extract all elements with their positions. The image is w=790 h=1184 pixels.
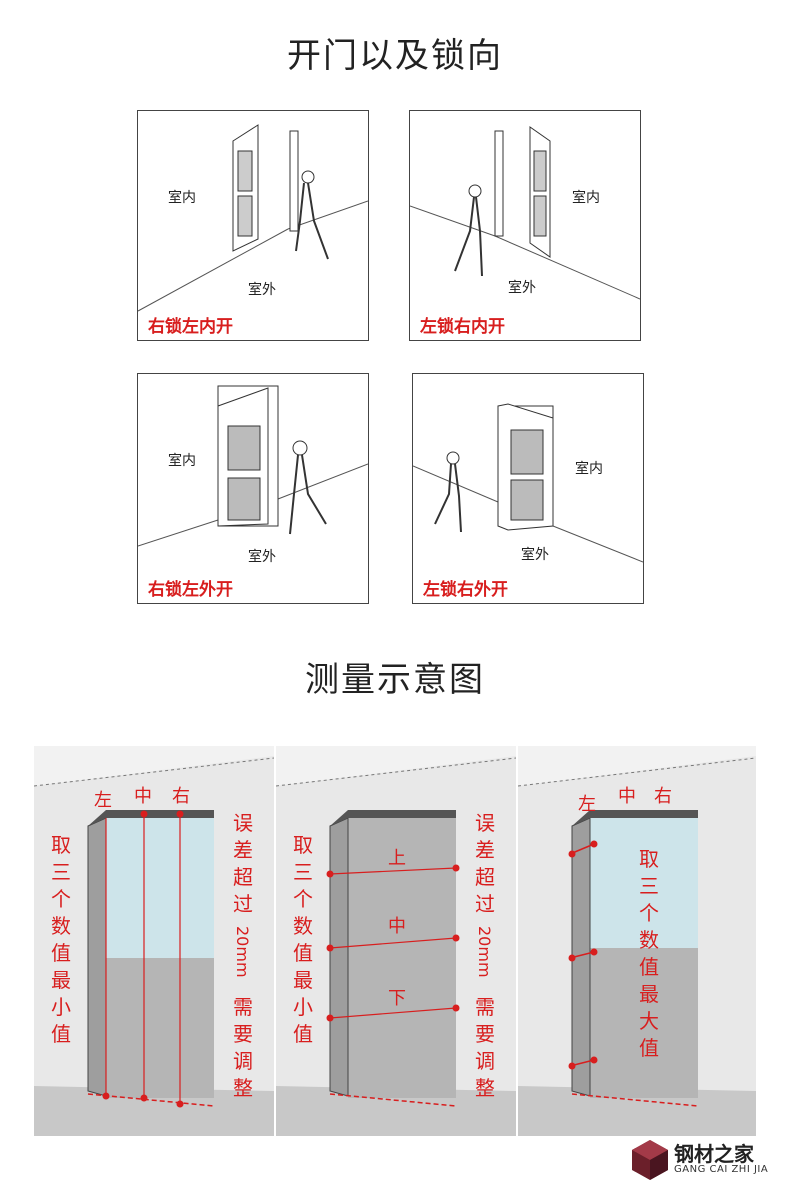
brand-name: 钢材之家 <box>674 1142 754 1166</box>
measure-diagram <box>518 746 756 1136</box>
label-outdoor: 室外 <box>521 547 549 563</box>
note-error: 误差超过 <box>233 811 253 916</box>
label-top: 上 <box>388 848 416 869</box>
note-min-value: 取三个数值最小值 <box>51 833 71 1046</box>
measure-panel-wall: 左 中 右 取三个数值最大值 <box>518 746 756 1136</box>
label-middle: 中 <box>134 786 162 807</box>
door-illustration <box>138 385 368 547</box>
label-middle: 中 <box>388 916 416 937</box>
note-error: 误差超过 <box>475 811 495 916</box>
panel-left-lock-right-outward: 室内 室外 左锁右外开 <box>412 373 644 604</box>
note-error-num: 20mm <box>233 926 252 978</box>
note-max-value: 取三个数值最大值 <box>639 847 659 1060</box>
panel-right-lock-left-inward: 室内 室外 右锁左内开 <box>137 110 369 341</box>
label-bottom: 下 <box>388 988 416 1009</box>
note-error-num: 20mm <box>475 926 494 978</box>
section-title-door-opening: 开门以及锁向 <box>287 36 503 76</box>
brand-logo: 钢材之家 GANG CAI ZHI JIA <box>630 1138 790 1182</box>
label-outdoor: 室外 <box>248 549 276 565</box>
label-left: 左 <box>578 794 606 815</box>
brand-pinyin: GANG CAI ZHI JIA <box>674 1164 769 1175</box>
measure-diagram <box>276 746 516 1136</box>
label-indoor: 室内 <box>168 190 196 206</box>
caption: 左锁右内开 <box>420 317 505 337</box>
label-right: 右 <box>172 786 200 807</box>
label-indoor: 室内 <box>575 461 603 477</box>
caption: 右锁左内开 <box>148 317 233 337</box>
label-outdoor: 室外 <box>248 282 276 298</box>
panel-right-lock-left-outward: 室内 室外 右锁左外开 <box>137 373 369 604</box>
section-title-measurement: 测量示意图 <box>305 660 485 700</box>
measure-panel-height: 上 中 下 取三个数值最小值 误差超过 20mm 需要调整 <box>276 746 516 1136</box>
door-illustration <box>138 124 368 312</box>
note-min-value: 取三个数值最小值 <box>293 833 313 1046</box>
label-outdoor: 室外 <box>508 280 536 296</box>
caption: 右锁左外开 <box>148 580 233 600</box>
door-illustration <box>410 126 640 300</box>
label-indoor: 室内 <box>168 453 196 469</box>
panel-left-lock-right-inward: 室内 室外 左锁右内开 <box>409 110 641 341</box>
label-left: 左 <box>94 790 122 811</box>
measure-diagram <box>34 746 274 1136</box>
label-indoor: 室内 <box>572 190 600 206</box>
note-adjust: 需要调整 <box>233 995 253 1100</box>
note-adjust: 需要调整 <box>475 995 495 1100</box>
label-middle: 中 <box>618 786 646 807</box>
cube-logo-icon <box>632 1140 668 1180</box>
door-illustration <box>413 403 643 563</box>
label-right: 右 <box>654 786 682 807</box>
caption: 左锁右外开 <box>423 580 508 600</box>
measure-panel-width: 左 中 右 取三个数值最小值 误差超过 20mm 需要调整 <box>34 746 274 1136</box>
